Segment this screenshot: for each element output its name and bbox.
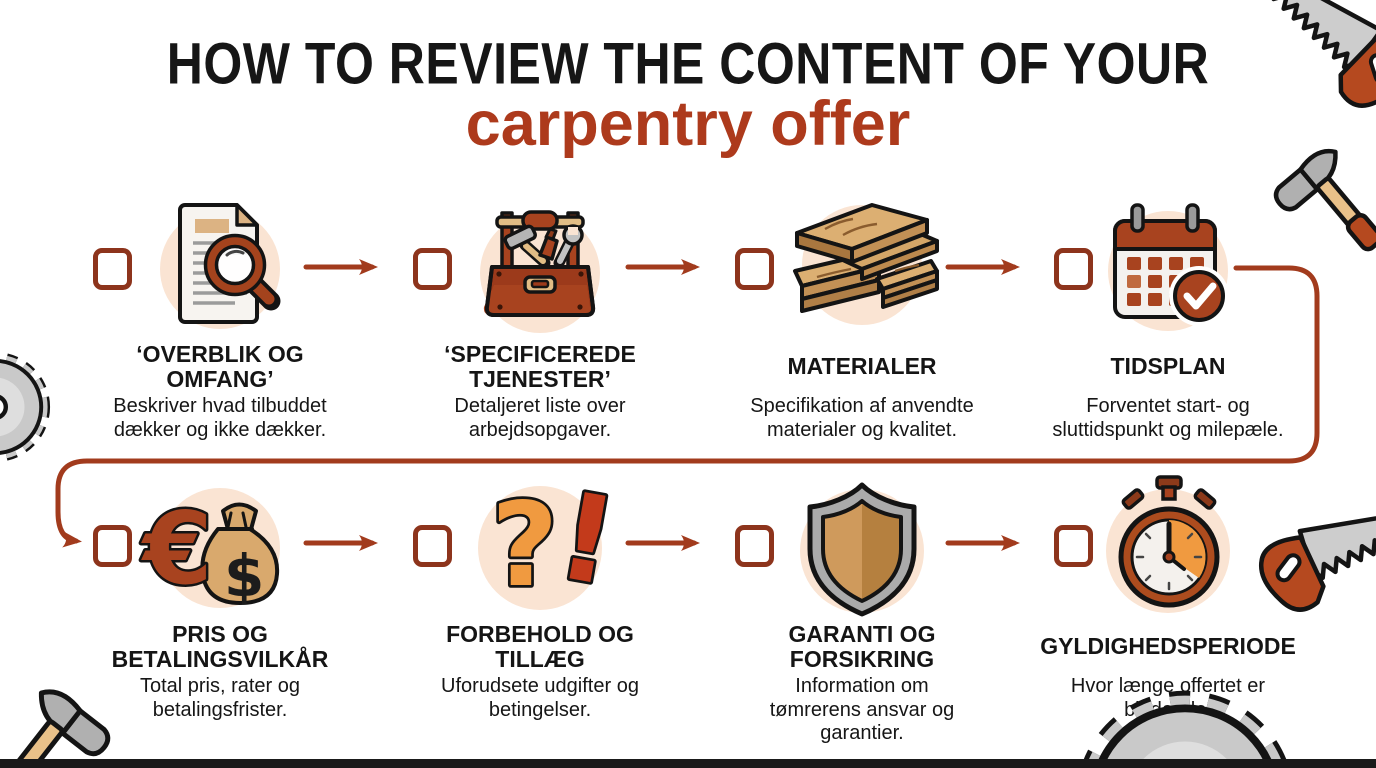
step-overblik-og-omfang: ‘OVERBLIK OG OMFANG’ Beskriver hvad tilb… — [60, 193, 380, 442]
document-magnifier-icon — [160, 203, 281, 329]
bottom-bar — [0, 759, 1376, 768]
checkbox[interactable] — [413, 525, 452, 567]
svg-text:?: ? — [491, 478, 558, 613]
step-description: Detaljeret liste over arbejdsopgaver. — [454, 395, 626, 441]
step-description: Information om tømrerens ansvar og garan… — [769, 675, 955, 745]
lumber-icon — [793, 203, 939, 325]
svg-text:€: € — [141, 490, 213, 607]
step-tidsplan: TIDSPLAN Forventet start- og sluttidspun… — [1008, 193, 1328, 442]
shield-icon — [800, 482, 924, 617]
step-materialer: MATERIALER Specifikation af anvendte mat… — [702, 193, 1022, 442]
step-title: FORBEHOLD OG TILLÆG — [446, 620, 634, 672]
step-title: GYLDIGHEDSPERIODE — [1040, 633, 1296, 660]
checkbox[interactable] — [1054, 525, 1093, 567]
step-description: Hvor længe offertet er bindende. — [1070, 675, 1266, 721]
step-title: TIDSPLAN — [1110, 353, 1226, 380]
step-title: GARANTI OG FORSIKRING — [788, 620, 936, 672]
checkbox[interactable] — [93, 525, 132, 567]
calendar-check-icon — [1108, 203, 1229, 331]
step-pris-og-betalingsvilkaar: € $ PRIS OG BETALINGSVILKÅR Total pris, … — [60, 473, 380, 722]
checkbox[interactable] — [93, 248, 132, 290]
step-garanti-og-forsikring: GARANTI OG FORSIKRING Information om tøm… — [702, 473, 1022, 746]
checkbox[interactable] — [735, 525, 774, 567]
checkbox[interactable] — [1054, 248, 1093, 290]
step-description: Uforudsete udgifter og betingelser. — [441, 675, 639, 721]
step-description: Forventet start- og sluttidspunkt og mil… — [1052, 395, 1284, 441]
euro-moneybag-icon: € $ — [139, 488, 280, 610]
step-title: ‘OVERBLIK OG OMFANG’ — [136, 340, 304, 392]
step-forbehold-og-tillaeg: ? ! FORBEHOLD OG TILLÆG Uforudsete udgif… — [380, 473, 700, 722]
step-title: PRIS OG BETALINGSVILKÅR — [111, 620, 329, 672]
checkbox[interactable] — [413, 248, 452, 290]
svg-text:!: ! — [548, 473, 625, 613]
toolbox-icon — [480, 210, 600, 333]
page-subtitle: carpentry offer — [465, 89, 911, 159]
question-exclamation-icon: ? ! — [478, 473, 625, 616]
step-gyldighedsperiode: GYLDIGHEDSPERIODE Hvor længe offertet er… — [1008, 473, 1328, 722]
step-description: Total pris, rater og betalingsfrister. — [139, 675, 301, 721]
step-description: Beskriver hvad tilbuddet dækker og ikke … — [113, 395, 327, 441]
circular-saw-blade-icon — [0, 352, 51, 462]
step-title: ‘SPECIFICEREDE TJENESTER’ — [444, 340, 636, 392]
stopwatch-icon — [1106, 475, 1230, 613]
checkbox[interactable] — [735, 248, 774, 290]
step-description: Specifikation af anvendte materialer og … — [750, 395, 974, 441]
page-title: HOW TO REVIEW THE CONTENT OF YOUR — [166, 31, 1210, 97]
step-specificerede-tjenester: ‘SPECIFICEREDE TJENESTER’ Detaljeret lis… — [380, 193, 700, 442]
step-title: MATERIALER — [787, 353, 937, 380]
svg-text:$: $ — [224, 542, 264, 610]
